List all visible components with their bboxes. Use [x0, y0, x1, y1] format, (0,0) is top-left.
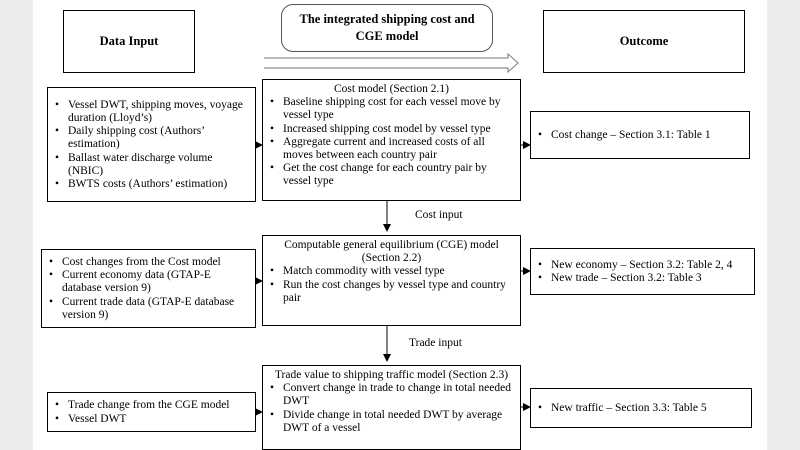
outcome-header-label: Outcome — [619, 34, 669, 48]
model-header-line-1: The integrated shipping cost and — [299, 12, 475, 26]
left-margin-band — [0, 0, 33, 450]
traffic-outcome-box: New traffic – Section 3.3: Table 5 — [530, 388, 752, 428]
cost-outcome-box: Cost change – Section 3.1: Table 1 — [530, 111, 750, 159]
cost-model-title: Cost model (Section 2.1) — [334, 83, 449, 95]
input-item: Trade change from the CGE model — [54, 399, 249, 412]
input-item: Current economy data (GTAP-E database ve… — [48, 269, 249, 295]
data-input-header: Data Input — [63, 10, 195, 73]
outcome-item: New traffic – Section 3.3: Table 5 — [537, 402, 745, 415]
outcome-item: Cost change – Section 3.1: Table 1 — [537, 129, 743, 142]
model-step: Convert change in trade to change in tot… — [269, 382, 514, 408]
model-step: Run the cost changes by vessel type and … — [269, 279, 514, 305]
input-item: Daily shipping cost (Authors’ estimation… — [54, 125, 249, 151]
input-item: Ballast water discharge volume (NBIC) — [54, 152, 249, 178]
model-step: Increased shipping cost model by vessel … — [269, 123, 514, 136]
model-step: Get the cost change for each country pai… — [269, 162, 514, 188]
right-margin-band — [767, 0, 800, 450]
trade-input-label: Trade input — [409, 337, 462, 349]
model-header-line-2: CGE model — [355, 29, 419, 43]
model-step: Divide change in total needed DWT by ave… — [269, 409, 514, 435]
model-step: Match commodity with vessel type — [269, 265, 514, 278]
model-step: Aggregate current and increased costs of… — [269, 136, 514, 162]
input-item: BWTS costs (Authors’ estimation) — [54, 178, 249, 191]
input-item: Vessel DWT, shipping moves, voyage durat… — [54, 99, 249, 125]
cge-model-box: Computable general equilibrium (CGE) mod… — [262, 235, 521, 326]
cge-inputs-box: Cost changes from the Cost model Current… — [41, 249, 256, 328]
cge-outcome-box: New economy – Section 3.2: Table 2, 4 Ne… — [530, 248, 755, 295]
traffic-model-title: Trade value to shipping traffic model (S… — [274, 369, 509, 381]
outcome-item: New trade – Section 3.2: Table 3 — [537, 272, 748, 285]
outcome-header: Outcome — [543, 10, 745, 73]
data-input-header-label: Data Input — [99, 34, 159, 48]
traffic-model-box: Trade value to shipping traffic model (S… — [262, 365, 521, 450]
traffic-inputs-box: Trade change from the CGE model Vessel D… — [47, 392, 256, 432]
input-item: Cost changes from the Cost model — [48, 256, 249, 269]
header-flow-arrow — [264, 52, 519, 74]
cost-model-box: Cost model (Section 2.1) Baseline shippi… — [262, 79, 521, 201]
cost-input-label: Cost input — [415, 209, 463, 221]
cost-model-inputs-box: Vessel DWT, shipping moves, voyage durat… — [47, 87, 256, 202]
outcome-item: New economy – Section 3.2: Table 2, 4 — [537, 259, 748, 272]
input-item: Vessel DWT — [54, 413, 249, 426]
model-step: Baseline shipping cost for each vessel m… — [269, 96, 514, 122]
cge-model-title: Computable general equilibrium (CGE) mod… — [284, 239, 499, 265]
model-header: The integrated shipping cost and CGE mod… — [281, 4, 493, 52]
input-item: Current trade data (GTAP-E database vers… — [48, 296, 249, 322]
